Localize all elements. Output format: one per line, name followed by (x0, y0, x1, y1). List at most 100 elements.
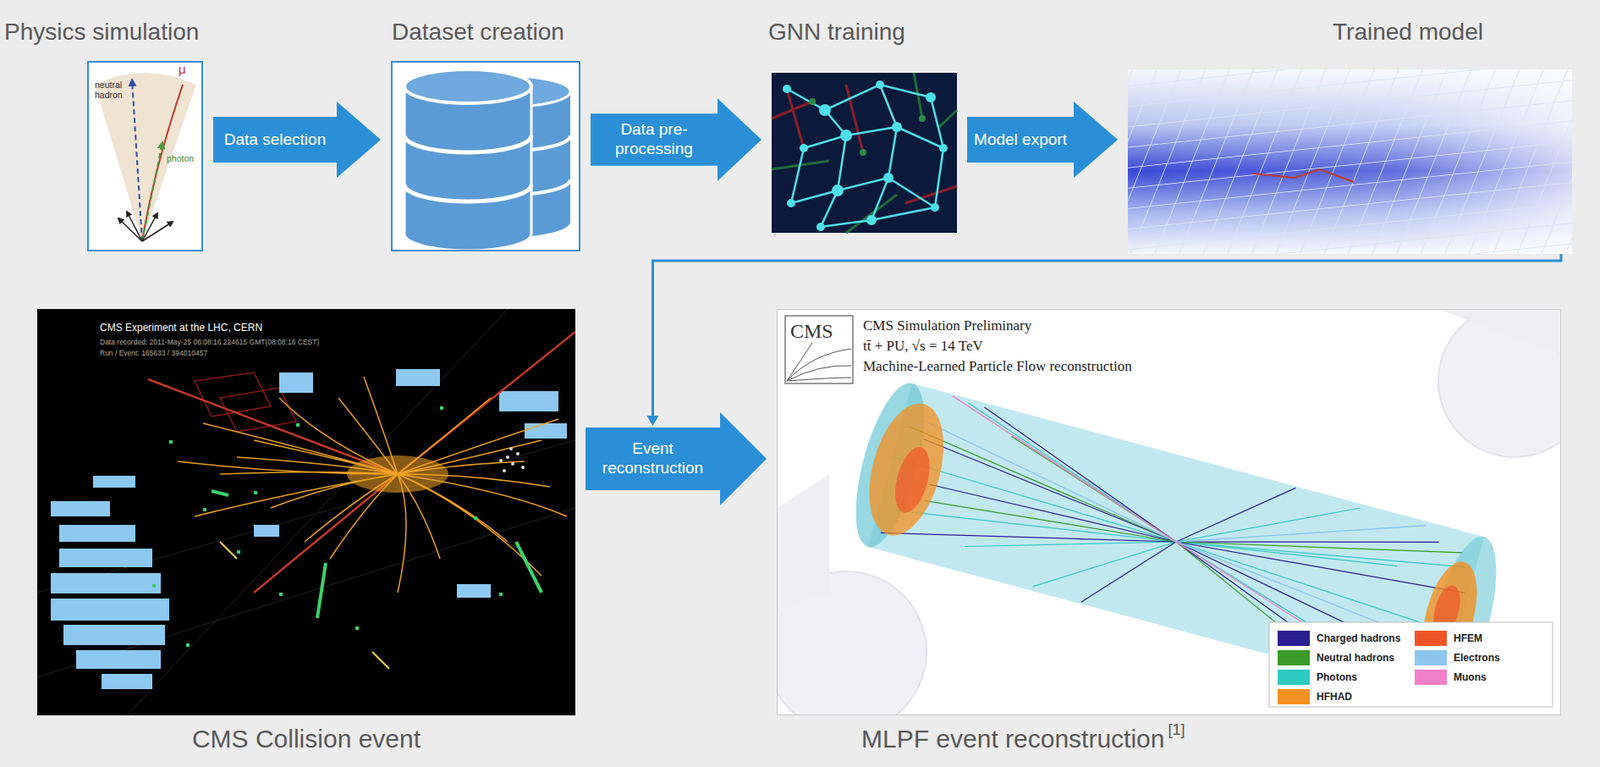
flow-connector-line (653, 253, 1562, 418)
arrow-label: Data pre-processing (592, 120, 716, 160)
mesh-illustration-part (1252, 169, 1354, 182)
database-icon-part (390, 60, 581, 252)
mesh-illustration-part (1127, 69, 1573, 254)
gnn-illustration-part-part (891, 121, 902, 132)
legend-text: Muons (1453, 670, 1487, 684)
collision-event-display-part-part (93, 475, 136, 488)
collision-event-display-part (50, 368, 567, 689)
panel-heading: GNN training (768, 18, 906, 46)
block-arrow (585, 412, 767, 506)
gnn-illustration-part-part (799, 143, 809, 153)
collision-event-display-part (148, 331, 576, 593)
annotation-label: CMS Experiment at the LHC, CERN (99, 322, 263, 335)
gnn-illustration-part-part (808, 98, 816, 105)
panel-heading: CMS Collision event (192, 724, 421, 754)
mlpf-event-display-part-part (885, 388, 1475, 649)
physics-illustration-part (118, 218, 143, 242)
arrow-label: Model export (968, 130, 1073, 150)
collision-event-display-part-part (59, 524, 136, 542)
collision-event-display-part-part (499, 458, 503, 462)
collision-event-display-part-part (456, 583, 491, 598)
legend-swatch (1277, 688, 1310, 704)
panel-heading: Trained model (1332, 18, 1484, 46)
collision-event-display-part (37, 308, 576, 715)
collision-event-display-part-part (253, 524, 280, 537)
gnn-illustration-part (782, 80, 948, 231)
collision-event-display (37, 308, 576, 715)
physics-illustration-part (142, 221, 173, 242)
gnn-illustration-part-part (939, 143, 948, 153)
gnn-illustration-part-part (819, 104, 831, 116)
physics-illustration (87, 60, 204, 252)
image-panel: Dataset creation (390, 60, 581, 252)
collision-event-display-part-part (279, 372, 314, 393)
collision-event-display-part-part (516, 451, 520, 456)
gnn-illustration-part-part (925, 92, 936, 103)
physics-illustration-part (87, 60, 204, 252)
legend-swatch (1414, 669, 1447, 685)
flow-connector (647, 253, 1562, 426)
legend-text: Neutral hadrons (1316, 650, 1395, 665)
collision-event-display-part-part (101, 673, 153, 689)
image-panel: Trained model (1127, 69, 1573, 254)
physics-illustration-part (126, 211, 143, 242)
block-arrow (967, 101, 1118, 178)
block-arrow (590, 98, 762, 182)
collision-event-display-part-part (50, 598, 170, 621)
legend-swatch (1277, 669, 1310, 685)
collision-event-display-part (152, 406, 503, 647)
collision-event-display-part-part (395, 368, 440, 386)
annotation-label: μ (178, 61, 187, 77)
database-icon (390, 60, 581, 252)
arrow-label: Event reconstruction (587, 439, 719, 479)
gnn-illustration-part (808, 98, 926, 156)
legend-swatch (1414, 649, 1447, 666)
mlpf-event-display (776, 308, 1562, 715)
mlpf-event-display-part (785, 315, 853, 384)
collision-event-display-part-part (186, 643, 190, 647)
collision-event-display-part-part (50, 572, 161, 594)
collision-event-display-part-part (169, 439, 173, 444)
collision-event-display-part-part (505, 455, 510, 459)
mesh-illustration (1127, 69, 1573, 254)
collision-event-display-part-part (524, 423, 567, 439)
collision-event-display-part-part (511, 461, 515, 466)
legend-swatch (1277, 649, 1310, 666)
collision-event-display-part-part (499, 592, 503, 596)
collision-event-display-part (177, 376, 567, 593)
image-panel: GNN training (771, 72, 957, 233)
arrow-label: Data selection (214, 130, 336, 150)
gnn-illustration-part-part (859, 148, 867, 156)
annotation-label: CMS Simulation Preliminary (861, 317, 1034, 335)
collision-event-display-part-part (59, 548, 153, 567)
gnn-illustration-part-part (816, 222, 825, 231)
gnn-illustration-part-part (786, 198, 796, 208)
mlpf-event-display-part (1269, 621, 1553, 707)
legend-text: HFHAD (1316, 689, 1353, 704)
collision-event-display-part-part (253, 490, 258, 495)
mesh-illustration-part (1127, 69, 1573, 254)
database-icon-part (404, 69, 532, 104)
gnn-illustration-part (786, 84, 944, 227)
mlpf-event-display-part-part (880, 406, 1463, 680)
legend-text: Photons (1316, 670, 1358, 684)
legend-swatch (1414, 630, 1447, 646)
panel-heading: Physics simulation (4, 18, 199, 46)
legend-swatch (1277, 630, 1310, 646)
annotation-label: photon (166, 153, 194, 164)
database-icon-part (404, 135, 532, 202)
gnn-illustration (771, 72, 957, 233)
gnn-illustration-part (771, 72, 957, 233)
collision-event-display-part-part (203, 507, 207, 512)
collision-event-display-part-part (152, 583, 156, 588)
collision-event-display-part (219, 541, 390, 669)
collision-event-display-part-part (63, 624, 165, 645)
mlpf-event-display-part-part (868, 383, 1485, 700)
gnn-illustration-part-part (883, 172, 894, 183)
gnn-illustration-part-part (930, 203, 940, 212)
gnn-illustration-part-part (840, 129, 853, 142)
panel-heading: MLPF event reconstruction (861, 724, 1166, 754)
annotation-label: Machine-Learned Particle Flow reconstruc… (861, 357, 1134, 375)
collision-event-display-part-part (279, 592, 283, 596)
